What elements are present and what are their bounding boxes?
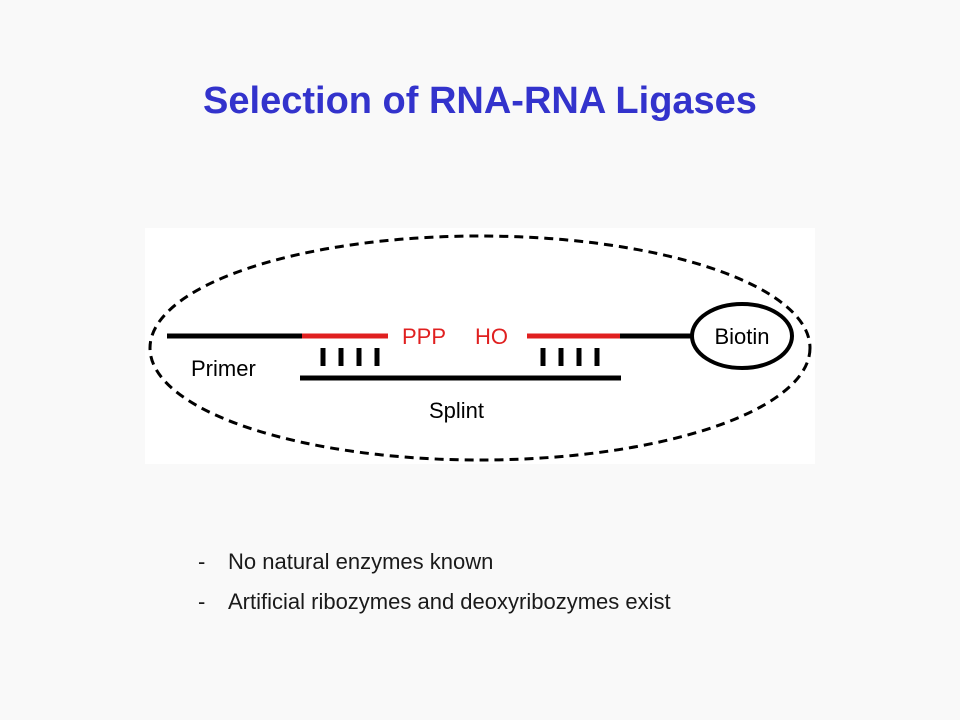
left-base-pairs <box>320 348 380 366</box>
bullet-text: No natural enzymes known <box>228 549 494 574</box>
right-base-pairs <box>540 348 600 366</box>
bead-boundary-ellipse <box>148 234 812 462</box>
bullet-item: -Artificial ribozymes and deoxyribozymes… <box>198 588 671 628</box>
biotin-circle <box>690 302 794 370</box>
ppp-label: PPP <box>402 324 446 349</box>
biotin-label: Biotin <box>714 324 769 349</box>
slide-title: Selection of RNA-RNA Ligases <box>203 80 757 122</box>
bullet-list: -No natural enzymes known -Artificial ri… <box>198 548 671 628</box>
ho-label: HO <box>475 324 508 349</box>
splint-label: Splint <box>429 398 484 423</box>
primer-label: Primer <box>191 356 256 381</box>
ligation-diagram: Primer PPP HO Splint Biotin <box>145 228 815 464</box>
bullet-item: -No natural enzymes known <box>198 548 671 588</box>
bullet-marker: - <box>198 549 206 574</box>
ligation-diagram-svg: Primer PPP HO Splint Biotin <box>148 234 812 462</box>
bullet-marker: - <box>198 589 206 614</box>
bullet-text: Artificial ribozymes and deoxyribozymes … <box>228 589 671 614</box>
